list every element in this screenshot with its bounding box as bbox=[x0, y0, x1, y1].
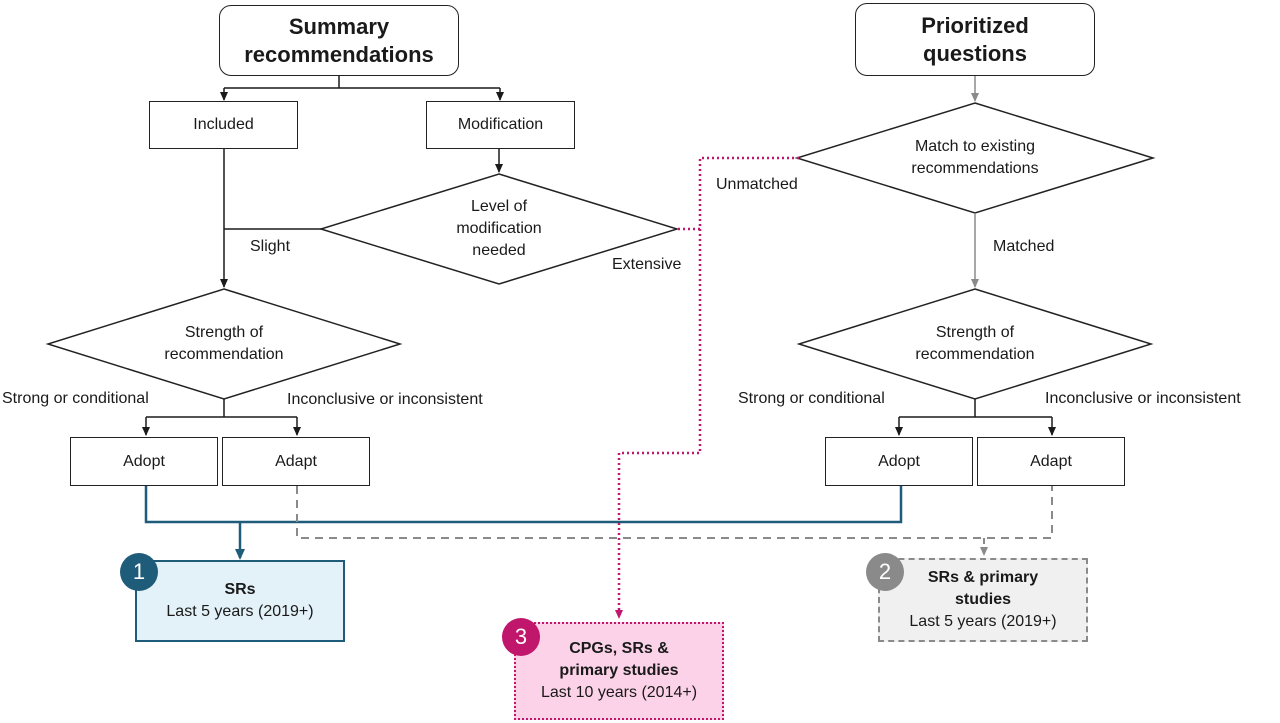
adopt-left-node: Adopt bbox=[70, 437, 218, 486]
outcome-3-title: CPGs, SRs & primary studies bbox=[559, 640, 679, 679]
outcome-3-badge: 3 bbox=[502, 618, 540, 656]
adapt-to-outcome-2-lines bbox=[296, 486, 1053, 539]
extensive-label: Extensive bbox=[612, 256, 682, 273]
match-to-existing-label: Match to existing recommendations bbox=[911, 138, 1039, 177]
included-node: Included bbox=[149, 101, 298, 149]
inconclusive-or-inconsistent-left-label: Inconclusive or inconsistent bbox=[287, 391, 483, 408]
outcome-2-badge: 2 bbox=[866, 553, 904, 591]
prioritized-questions-node: Prioritized questions bbox=[855, 3, 1095, 76]
strength-right-label: Strength of recommendation bbox=[915, 324, 1035, 363]
outcome-3-box: CPGs, SRs & primary studies Last 10 year… bbox=[514, 622, 724, 720]
outcome-1-period: Last 5 years (2019+) bbox=[166, 603, 314, 620]
adapt-right-node: Adapt bbox=[977, 437, 1125, 486]
to-outcome-3-lines bbox=[615, 156, 799, 619]
outcome-2-box: SRs & primary studies Last 5 years (2019… bbox=[878, 558, 1088, 642]
adopt-to-outcome-1-lines bbox=[144, 486, 903, 560]
strong-or-conditional-right-label: Strong or conditional bbox=[738, 390, 885, 407]
outcome-3-period: Last 10 years (2014+) bbox=[540, 684, 698, 701]
adopt-right-node: Adopt bbox=[825, 437, 973, 486]
matched-label: Matched bbox=[993, 238, 1055, 255]
unmatched-label: Unmatched bbox=[716, 176, 798, 193]
left-flow-lines bbox=[142, 76, 504, 436]
strength-left-label: Strength of recommendation bbox=[164, 324, 284, 363]
outcome-1-box: SRs Last 5 years (2019+) bbox=[135, 560, 345, 642]
modification-node: Modification bbox=[426, 101, 575, 149]
slight-label: Slight bbox=[250, 238, 291, 255]
outcome-1-title: SRs bbox=[224, 581, 256, 598]
adapt-left-node: Adapt bbox=[222, 437, 370, 486]
outcome-2-title: SRs & primary studies bbox=[927, 569, 1039, 608]
level-of-modification-label: Level of modification needed bbox=[456, 198, 542, 259]
summary-recommendations-node: Summary recommendations bbox=[219, 5, 459, 76]
level-of-modification-diamond bbox=[318, 173, 680, 285]
inconclusive-or-inconsistent-right-label: Inconclusive or inconsistent bbox=[1045, 390, 1241, 407]
strong-or-conditional-left-label: Strong or conditional bbox=[2, 390, 149, 407]
outcome-1-badge: 1 bbox=[120, 553, 158, 591]
right-flow-lines bbox=[895, 399, 1056, 436]
outcome-2-period: Last 5 years (2019+) bbox=[909, 613, 1057, 630]
